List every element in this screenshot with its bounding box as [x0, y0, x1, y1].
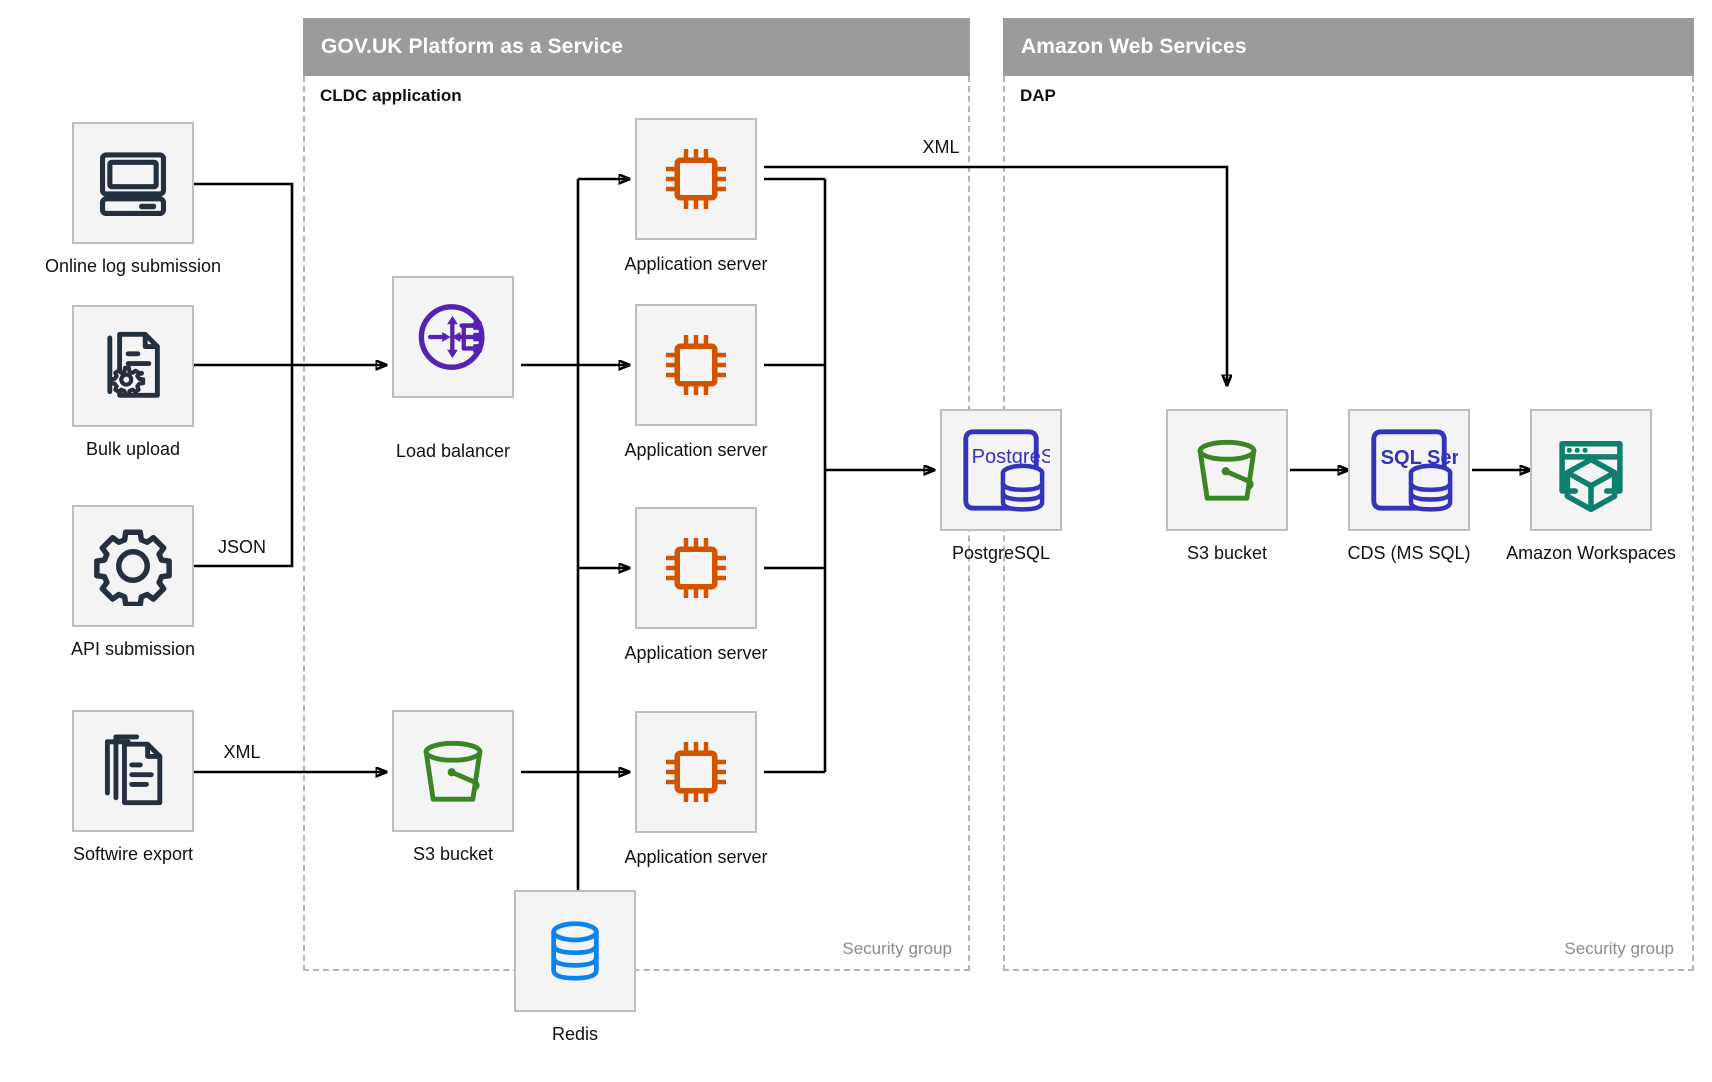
edge-label-json: JSON: [213, 537, 271, 558]
node-load-balancer[interactable]: [392, 276, 514, 398]
node-label-app-server-3: Application server: [624, 643, 768, 663]
node-api-submission[interactable]: [72, 505, 194, 627]
node-online-log-submission[interactable]: [72, 122, 194, 244]
group-sublabel-cldc: CLDC application: [320, 86, 462, 105]
node-softwire-export[interactable]: [72, 710, 194, 832]
database-icon: [551, 921, 599, 981]
node-app-server-1[interactable]: [635, 118, 757, 240]
group-band-paas: GOV.UK Platform as a Service: [303, 18, 970, 76]
node-label-app-server-4: Application server: [624, 847, 768, 867]
group-title-paas: GOV.UK Platform as a Service: [321, 35, 623, 58]
node-s3-bucket-aws[interactable]: [1166, 409, 1288, 531]
edge-label-xml-softwire: XML: [219, 742, 265, 763]
node-app-server-4[interactable]: [635, 711, 757, 833]
node-label-load-balancer: Load balancer: [395, 441, 511, 461]
node-label-app-server-2: Application server: [624, 440, 768, 460]
security-group-label-paas: Security group: [842, 939, 952, 958]
cpu-chip-icon: [666, 335, 726, 395]
node-app-server-3[interactable]: [635, 507, 757, 629]
node-label-redis: Redis: [551, 1024, 599, 1044]
node-s3-bucket-paas[interactable]: [392, 710, 514, 832]
postgresql-badge-text: PostgreSQL: [972, 446, 1050, 468]
security-group-label-aws: Security group: [1564, 939, 1674, 958]
group-band-aws: Amazon Web Services: [1003, 18, 1694, 76]
node-app-server-2[interactable]: [635, 304, 757, 426]
node-bulk-upload[interactable]: [72, 305, 194, 427]
edge-label-xml-appserver: XML: [918, 137, 964, 158]
node-label-s3-bucket-paas: S3 bucket: [412, 844, 494, 864]
load-balancer-icon: [418, 304, 485, 370]
bucket-icon: [1197, 439, 1257, 501]
node-label-bulk-upload: Bulk upload: [85, 439, 181, 459]
node-amazon-workspaces[interactable]: [1530, 409, 1652, 531]
node-label-online-log-submission: Online log submission: [44, 256, 222, 276]
node-label-postgresql: PostgreSQL: [951, 543, 1051, 563]
group-sublabel-dap: DAP: [1020, 86, 1056, 105]
gear-icon: [94, 529, 172, 606]
node-label-api-submission: API submission: [70, 639, 196, 659]
sql-server-icon: SQL Server: [1371, 429, 1458, 512]
node-label-softwire-export: Softwire export: [72, 844, 194, 864]
node-label-cds-ms-sql: CDS (MS SQL): [1347, 543, 1471, 563]
cpu-chip-icon: [666, 149, 726, 209]
node-label-app-server-1: Application server: [624, 254, 768, 274]
node-cds-ms-sql[interactable]: SQL Server: [1348, 409, 1470, 531]
cpu-chip-icon: [666, 742, 726, 802]
node-postgresql[interactable]: PostgreSQL: [940, 409, 1062, 531]
group-title-aws: Amazon Web Services: [1021, 35, 1247, 58]
document-gear-icon: [107, 331, 160, 398]
postgresql-icon: PostgreSQL: [963, 429, 1050, 512]
document-stack-icon: [104, 734, 163, 806]
node-label-amazon-workspaces: Amazon Workspaces: [1506, 543, 1676, 563]
sql-server-badge-text: SQL Server: [1381, 447, 1458, 469]
bucket-icon: [423, 740, 483, 802]
cpu-chip-icon: [666, 538, 726, 598]
node-label-s3-bucket-aws: S3 bucket: [1186, 543, 1268, 563]
node-redis[interactable]: [514, 890, 636, 1012]
workspaces-icon: [1559, 440, 1623, 512]
desktop-computer-icon: [99, 152, 167, 217]
